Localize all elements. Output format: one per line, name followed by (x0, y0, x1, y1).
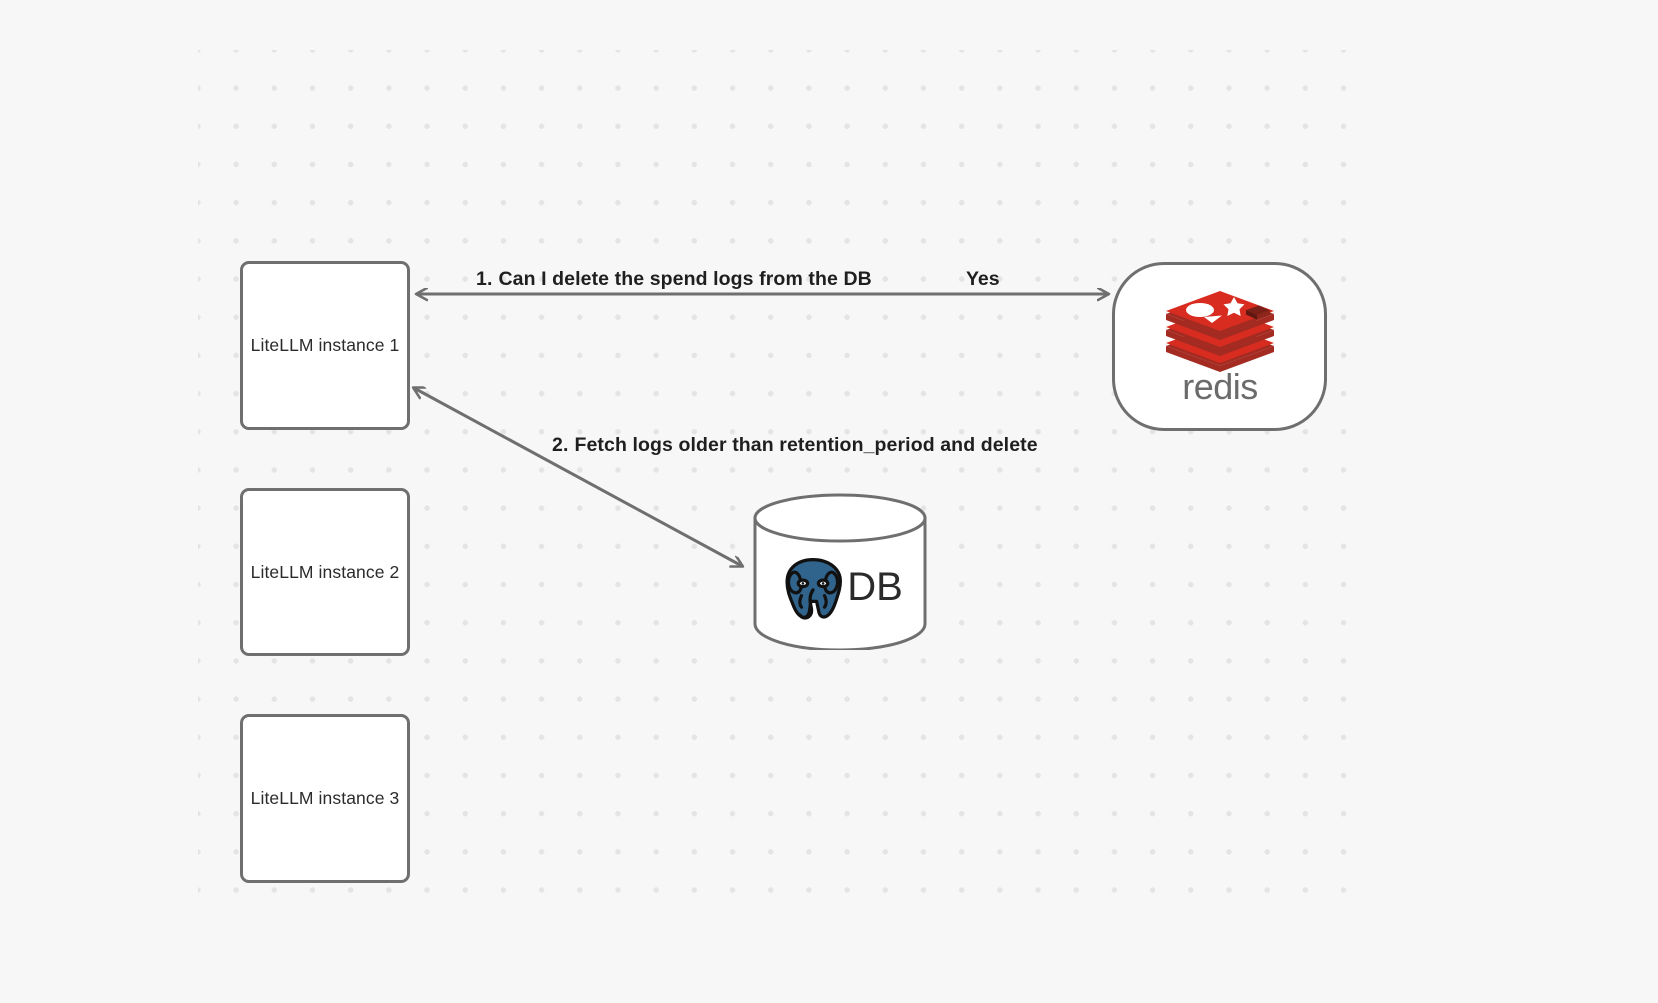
database-label-group: DB (752, 544, 928, 630)
edge-1-label: 1.Can I delete the spend logs from the D… (476, 268, 872, 291)
redis-wordmark-text: redis (1182, 368, 1258, 407)
redis-wordmark: redis (1159, 366, 1281, 408)
node-litellm-instance-2[interactable]: LiteLLM instance 2 (240, 488, 410, 656)
node-litellm-instance-3-label: LiteLLM instance 3 (250, 788, 400, 808)
node-litellm-instance-1[interactable]: LiteLLM instance 1 (240, 261, 410, 430)
edge-2-number: 2. (552, 434, 569, 456)
node-litellm-instance-3[interactable]: LiteLLM instance 3 (240, 714, 410, 883)
database-label: DB (847, 564, 903, 609)
node-litellm-instance-2-label: LiteLLM instance 2 (250, 561, 400, 582)
edge-1-number: 1. (476, 268, 493, 290)
edge-2-text: Fetch logs older than retention_period a… (574, 434, 1038, 456)
postgresql-elephant-icon (785, 558, 843, 620)
edge-1-text: Can I delete the spend logs from the DB (498, 268, 872, 290)
edge-2-label: 2.Fetch logs older than retention_period… (552, 434, 1038, 457)
node-litellm-instance-1-label: LiteLLM instance 1 (250, 335, 400, 355)
node-redis[interactable]: redis (1112, 262, 1327, 431)
edge-1-reply-label: Yes (966, 268, 1000, 290)
redis-stack-icon (1160, 288, 1280, 372)
edge-litellm1-db (414, 388, 742, 566)
node-database[interactable]: DB (752, 492, 928, 650)
